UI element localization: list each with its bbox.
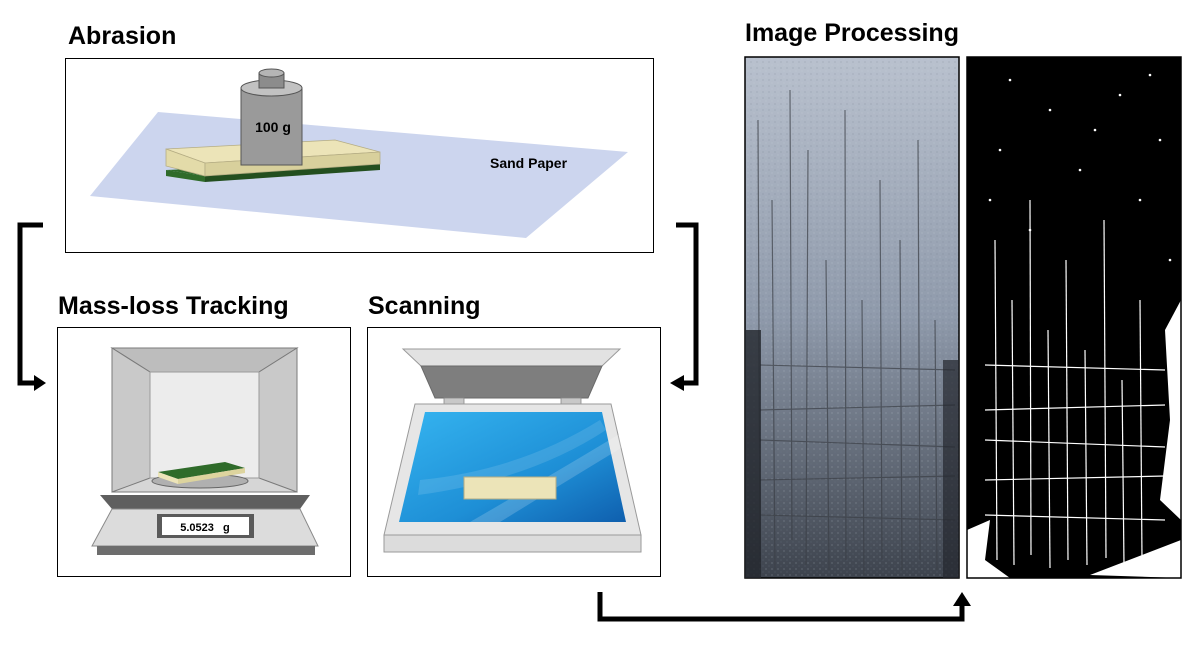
mass-loss-title: Mass-loss Tracking xyxy=(58,292,289,320)
scanner-lid xyxy=(420,365,603,399)
raw-scan-image xyxy=(744,56,960,579)
scanning-title: Scanning xyxy=(368,292,481,320)
scanner-illustration xyxy=(383,348,642,553)
scanner-lid-top xyxy=(401,348,622,367)
sandpaper-sheet xyxy=(90,112,628,238)
arrowhead-mass xyxy=(34,375,46,391)
balance-chamber xyxy=(149,371,260,479)
arrow-scanning-to-processing xyxy=(597,592,965,622)
arrowhead-processing xyxy=(953,592,971,606)
arrow-abrasion-to-scanning xyxy=(676,222,699,386)
scanner-base xyxy=(383,534,642,553)
balance-display-reading: 5.0523 g xyxy=(180,522,230,534)
scanned-sample xyxy=(463,476,557,500)
sandpaper-label: Sand Paper xyxy=(490,155,568,171)
binarized-image xyxy=(966,56,1182,579)
image-processing-title: Image Processing xyxy=(745,19,959,47)
balance-base-top xyxy=(100,495,310,509)
abrasion-illustration: 100 g Sand Paper xyxy=(90,68,628,238)
abrasion-title: Abrasion xyxy=(68,22,177,50)
arrow-abrasion-to-mass xyxy=(17,222,43,386)
scanner-glass xyxy=(399,412,626,522)
weight-body xyxy=(240,87,303,166)
balance-illustration: 5.0523 g xyxy=(91,347,319,555)
weight-label: 100 g xyxy=(255,119,291,135)
balance-base-foot xyxy=(97,546,315,555)
balance-sample xyxy=(158,462,245,479)
arrowhead-scanning xyxy=(670,375,684,391)
process-arrows xyxy=(17,222,965,622)
